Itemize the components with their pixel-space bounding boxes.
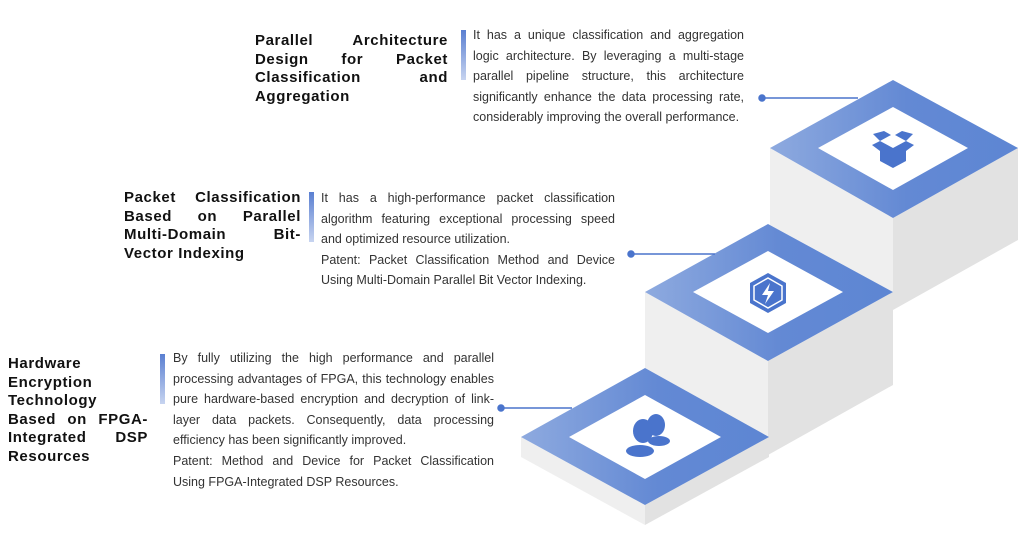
step-3-text: By fully utilizing the high performance … [173, 351, 494, 448]
step-2-patent: Patent: Packet Classification Method and… [321, 252, 615, 288]
step-2-title: Packet Classification Based on Parallel … [124, 189, 301, 262]
step-3-description: By fully utilizing the high performance … [173, 348, 494, 492]
open-box-icon [872, 131, 914, 168]
step-3-title: Hardware Encryption Technology Based on … [8, 355, 148, 465]
step-1-accent-bar [461, 30, 466, 80]
step-3-patent: Patent: Method and Device for Packet Cla… [173, 453, 494, 489]
step-1-description: It has a unique classification and aggre… [473, 25, 744, 128]
step-2-description: It has a high-performance packet classif… [321, 188, 615, 291]
step-3-accent-bar [160, 354, 165, 404]
step-2-text: It has a high-performance packet classif… [321, 191, 615, 247]
step-1-text: It has a unique classification and aggre… [473, 28, 744, 125]
connector-lines [497, 94, 858, 412]
step-1-title: Parallel Architecture Design for Packet … [255, 32, 448, 105]
lightning-shield-icon [750, 273, 786, 313]
users-icon [626, 414, 670, 457]
step-2-accent-bar [309, 192, 314, 242]
